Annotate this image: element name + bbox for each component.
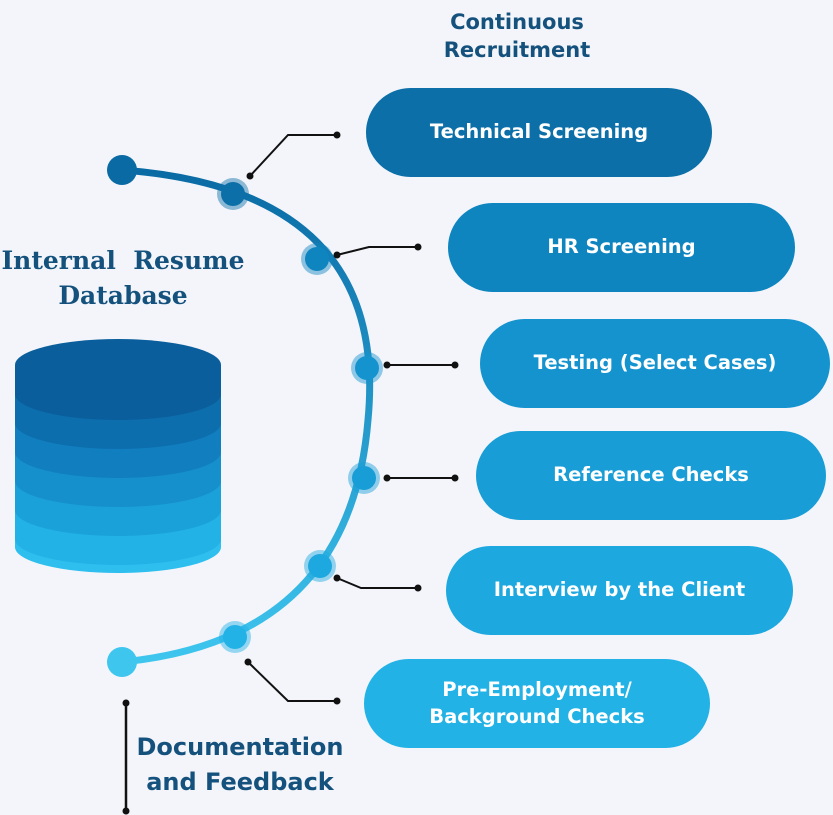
arc-node xyxy=(304,550,336,582)
step-label: Interview by the Client xyxy=(493,578,746,602)
step-hr-screening: HR Screening xyxy=(448,203,795,292)
connectors xyxy=(244,131,459,705)
arc-node xyxy=(219,621,251,653)
arc-node xyxy=(217,178,249,210)
step-testing: Testing (Select Cases) xyxy=(480,319,830,408)
connector-line xyxy=(246,131,341,180)
documentation-feedback-title: Documentation and Feedback xyxy=(136,733,344,796)
database-icon xyxy=(15,339,221,573)
step-label: Testing (Select Cases) xyxy=(533,351,777,375)
step-technical-screening: Technical Screening xyxy=(366,88,712,177)
step-label: Technical Screening xyxy=(429,120,649,144)
continuous-recruitment-title: Continuous Recruitment xyxy=(443,10,591,63)
step-nodes xyxy=(217,178,383,653)
connector-line xyxy=(333,243,422,259)
connector-line xyxy=(383,474,459,482)
arc-end-node xyxy=(107,647,137,677)
arc-node xyxy=(348,462,380,494)
step-label: Pre-Employment/ Background Checks xyxy=(429,678,645,728)
connector-line xyxy=(244,658,341,705)
arc-node xyxy=(301,243,333,275)
documentation-line xyxy=(122,699,130,815)
step-label: HR Screening xyxy=(547,235,696,259)
connector-line xyxy=(383,361,459,369)
timeline-arc xyxy=(118,166,374,666)
connector-line xyxy=(333,574,422,592)
database-title: Internal Resume Database xyxy=(1,246,245,310)
database-top xyxy=(15,339,221,391)
arc-start-node xyxy=(107,155,137,185)
arc-node xyxy=(351,352,383,384)
step-reference-checks: Reference Checks xyxy=(476,431,826,520)
step-pre-employment-checks: Pre-Employment/ Background Checks xyxy=(364,659,710,748)
step-interview-by-client: Interview by the Client xyxy=(446,546,793,635)
step-label: Reference Checks xyxy=(553,463,749,487)
